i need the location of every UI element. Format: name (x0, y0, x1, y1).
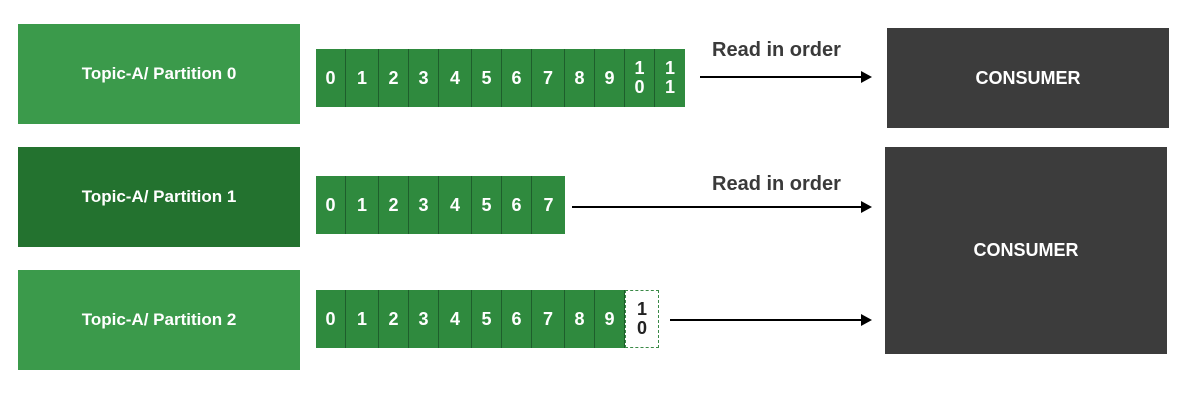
offset-digit: 1 (664, 58, 675, 79)
partition-2-read-arrow (670, 314, 872, 326)
offset-cell: 2 (379, 49, 409, 107)
offset-cell: 1 (346, 49, 379, 107)
offset-cell: 0 (316, 176, 346, 234)
offset-cell: 7 (543, 194, 554, 215)
offset-cell: 6 (502, 290, 532, 348)
offset-cell: 0 (316, 290, 346, 348)
offset-cell: 3 (409, 49, 439, 107)
consumer-box-0: CONSUMER (887, 28, 1169, 128)
offset-cell: 3 (409, 176, 439, 234)
offset-cell: 9 (595, 49, 625, 107)
partition-1-label: Topic-A/ Partition 1 (81, 187, 237, 206)
offset-cell: 1 (346, 176, 379, 234)
offset-cell: 7 (532, 49, 565, 107)
partition-0-box: Topic-A/ Partition 0 (18, 24, 300, 124)
offset-cell: 7 (532, 290, 565, 348)
offset-cell: 9 (595, 290, 625, 348)
offset-cell: 5 (472, 290, 502, 348)
offset-cell: 3 (409, 290, 439, 348)
consumer-label: CONSUMER (975, 67, 1081, 88)
offset-digit: 1 (636, 299, 647, 320)
offset-cell: 5 (472, 176, 502, 234)
offset-cell: 0 (316, 49, 346, 107)
arrow-head-icon (861, 314, 872, 326)
offset-cell: 4 (439, 49, 472, 107)
partition-0-arrow-label: Read in order (712, 39, 841, 61)
offset-cell: 1 (346, 290, 379, 348)
arrow-head-icon (861, 71, 872, 83)
offset-cell: 6 (502, 49, 532, 107)
consumer-label: CONSUMER (973, 240, 1079, 260)
consumer-box-1: CONSUMER (885, 147, 1167, 354)
offset-cell: 6 (502, 176, 532, 234)
partition-0-read-arrow (700, 71, 872, 83)
offset-cell: 5 (472, 49, 502, 107)
offset-digit: 0 (634, 77, 645, 97)
offset-cell: 8 (565, 290, 595, 348)
partition-0-label: Topic-A/ Partition 0 (81, 64, 237, 83)
offset-cell: 8 (565, 49, 595, 107)
offset-digit: 1 (664, 77, 675, 97)
arrow-head-icon (861, 201, 872, 213)
offset-digit: 1 (634, 58, 645, 79)
partition-1-arrow-label: Read in order (712, 173, 841, 195)
offset-cell: 2 (379, 290, 409, 348)
offset-cell: 4 (439, 290, 472, 348)
offset-digit: 0 (636, 318, 647, 338)
partition-2-label: Topic-A/ Partition 2 (81, 310, 237, 329)
offset-cell: 2 (379, 176, 409, 234)
offset-cell: 4 (439, 176, 472, 234)
partition-1-box: Topic-A/ Partition 1 (18, 147, 300, 247)
partition-2-box: Topic-A/ Partition 2 (18, 270, 300, 370)
partition-1-read-arrow (572, 201, 872, 213)
